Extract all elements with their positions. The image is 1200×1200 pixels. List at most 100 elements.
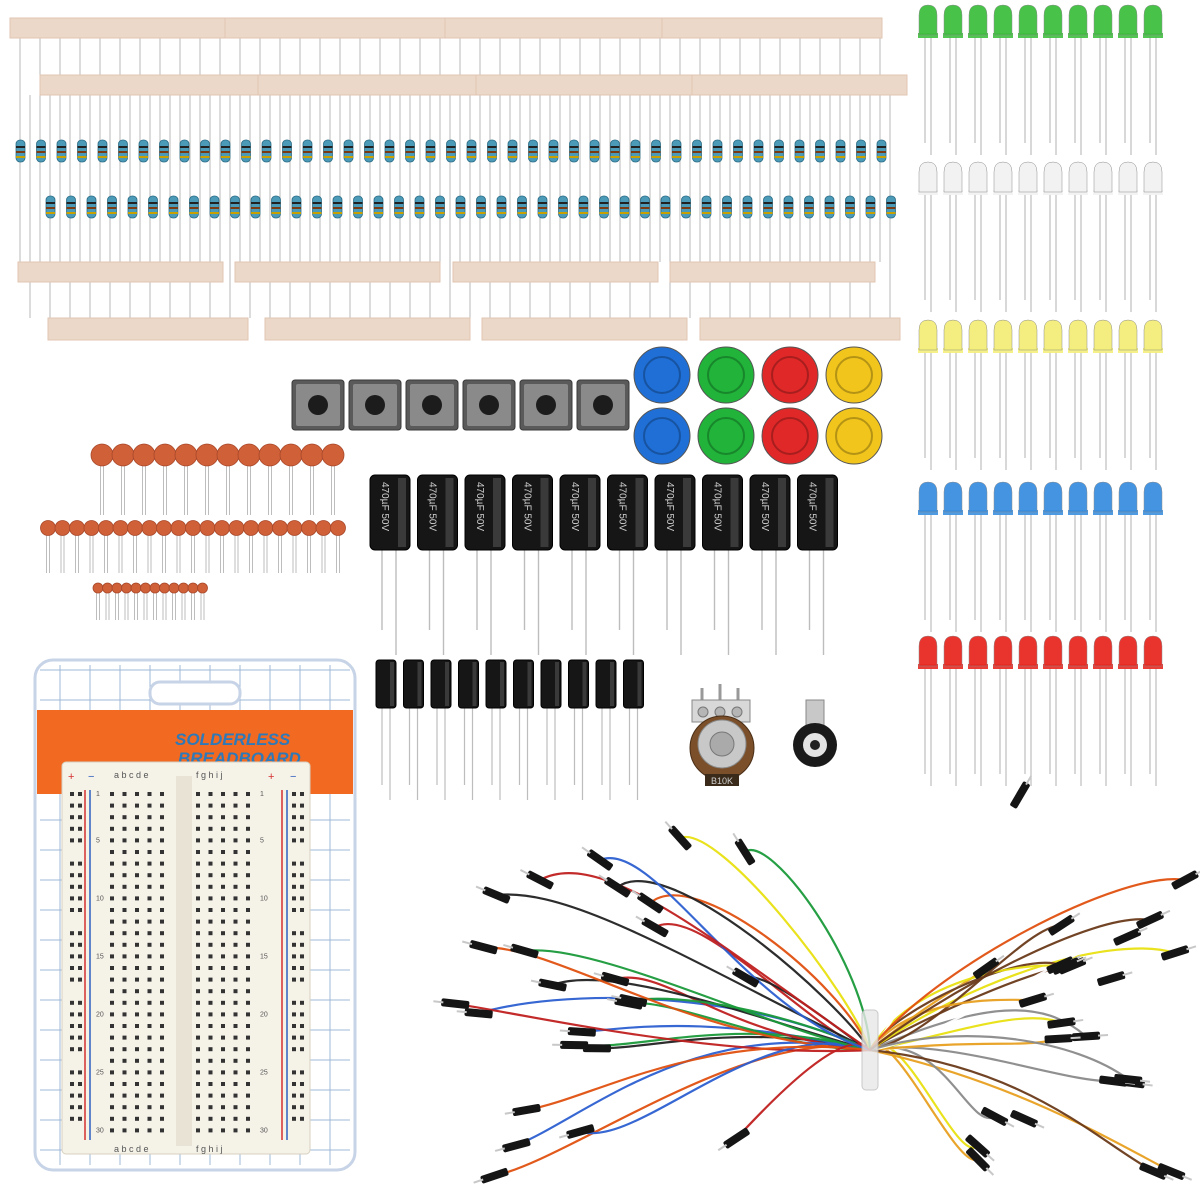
led-body bbox=[1018, 4, 1038, 36]
jumper-connector bbox=[732, 967, 760, 988]
breadboard-hole bbox=[110, 792, 114, 796]
breadboard-hole bbox=[147, 977, 152, 982]
row-number: 25 bbox=[260, 1069, 268, 1076]
rail-hole bbox=[70, 1000, 74, 1005]
rail-hole bbox=[78, 815, 82, 820]
small-electrolytic-stripe bbox=[472, 662, 477, 706]
jumper-pin bbox=[985, 1153, 995, 1162]
resistor-band bbox=[139, 151, 148, 153]
switch-actuator bbox=[593, 395, 613, 415]
resistor-band bbox=[631, 156, 640, 158]
rail-hole bbox=[70, 908, 74, 912]
led-rim bbox=[1068, 664, 1088, 669]
ceramic-capacitor bbox=[141, 520, 158, 536]
breadboard-hole bbox=[135, 1105, 139, 1110]
jumper-pin bbox=[1142, 1083, 1153, 1087]
resistor-band bbox=[538, 212, 547, 214]
breadboard-hole bbox=[246, 850, 250, 854]
rail-hole bbox=[78, 1000, 82, 1005]
breadboard-hole bbox=[147, 1024, 152, 1028]
jumper-pin bbox=[985, 1167, 995, 1176]
breadboard-hole bbox=[135, 861, 139, 866]
resistor-band bbox=[631, 146, 640, 148]
resistor-band bbox=[221, 156, 230, 158]
breadboard-hole bbox=[147, 1070, 152, 1075]
resistor-band bbox=[189, 207, 199, 209]
jumper-wire bbox=[649, 894, 872, 1052]
resistor-band bbox=[16, 156, 25, 158]
led-body bbox=[993, 481, 1013, 513]
breadboard-hole bbox=[122, 1012, 127, 1017]
breadboard-hole bbox=[122, 815, 127, 820]
breadboard-hole bbox=[233, 931, 238, 936]
rail-hole bbox=[292, 1012, 296, 1017]
jumper-wire bbox=[868, 793, 1022, 1052]
breadboard-hole bbox=[160, 1012, 164, 1017]
resistor-band bbox=[487, 146, 497, 148]
breadboard-hole bbox=[208, 1105, 213, 1110]
led-body bbox=[1118, 481, 1138, 513]
resistor-band bbox=[169, 207, 178, 209]
jumper-pin bbox=[581, 846, 591, 854]
breadboard-hole bbox=[208, 1012, 213, 1017]
jumper-connector bbox=[482, 886, 511, 904]
switch-actuator bbox=[308, 395, 328, 415]
jumper-pin bbox=[1004, 1121, 1015, 1128]
resistor-band bbox=[323, 151, 333, 153]
breadboard-package: SOLDERLESS BREADBOARD + − + − a b c d e … bbox=[33, 658, 357, 1172]
ceramic-capacitor bbox=[83, 520, 100, 536]
button-cap-inner bbox=[835, 356, 873, 394]
breadboard-hole bbox=[122, 873, 127, 878]
jumper-wire bbox=[579, 1042, 872, 1135]
switch-actuator bbox=[365, 395, 385, 415]
breadboard-hole bbox=[160, 919, 164, 924]
rail-hole bbox=[292, 838, 296, 843]
breadboard-hole bbox=[135, 942, 139, 947]
rail-hole bbox=[70, 803, 74, 808]
breadboard-hole bbox=[160, 1070, 164, 1075]
electrolytic-label: 470µF 50V bbox=[569, 482, 580, 531]
resistor-band bbox=[804, 202, 814, 204]
rail-hole bbox=[292, 873, 296, 878]
ceramic-capacitor bbox=[140, 582, 151, 594]
resistor-band bbox=[312, 212, 322, 214]
jumper-connector bbox=[668, 825, 692, 851]
resistor-band bbox=[467, 146, 476, 148]
led-body bbox=[993, 319, 1013, 351]
jumper-pin bbox=[1160, 909, 1171, 916]
small-electrolytic-stripe bbox=[390, 662, 394, 706]
jumper-pin bbox=[1070, 1036, 1081, 1040]
rail-hole bbox=[78, 861, 82, 866]
rail-hole bbox=[300, 838, 304, 843]
resistor-band bbox=[508, 151, 517, 153]
resistor-band bbox=[681, 212, 691, 214]
breadboard-hole bbox=[246, 861, 250, 866]
breadboard-hole bbox=[110, 850, 114, 854]
resistor-band bbox=[230, 202, 240, 204]
rail-hole bbox=[292, 942, 296, 947]
breadboard-hole bbox=[196, 850, 200, 854]
jumper-connector bbox=[1052, 957, 1080, 975]
rail-hole bbox=[292, 1070, 296, 1075]
resistor-band bbox=[661, 212, 670, 214]
breadboard-hole bbox=[147, 1012, 152, 1017]
breadboard-title-1: SOLDERLESS bbox=[175, 730, 291, 749]
led-rim bbox=[1068, 190, 1088, 195]
breadboard-hole bbox=[233, 1082, 238, 1086]
breadboard-hole bbox=[208, 942, 213, 947]
breadboard-hole bbox=[208, 1128, 213, 1133]
breadboard-hole bbox=[208, 792, 213, 796]
rail-hole bbox=[300, 1000, 304, 1005]
resistor-band bbox=[538, 202, 547, 204]
rail-hole bbox=[70, 942, 74, 947]
resistor-band bbox=[271, 207, 281, 209]
breadboard-hole bbox=[135, 815, 139, 820]
jumper-pin bbox=[606, 998, 618, 1002]
breadboard-hole bbox=[221, 1047, 225, 1052]
resistor-band bbox=[569, 151, 579, 153]
resistor-band bbox=[487, 156, 497, 158]
resistor-band bbox=[743, 207, 752, 209]
led-body bbox=[1043, 161, 1063, 193]
resistor-band bbox=[385, 156, 394, 158]
ceramic-capacitor bbox=[153, 443, 177, 467]
